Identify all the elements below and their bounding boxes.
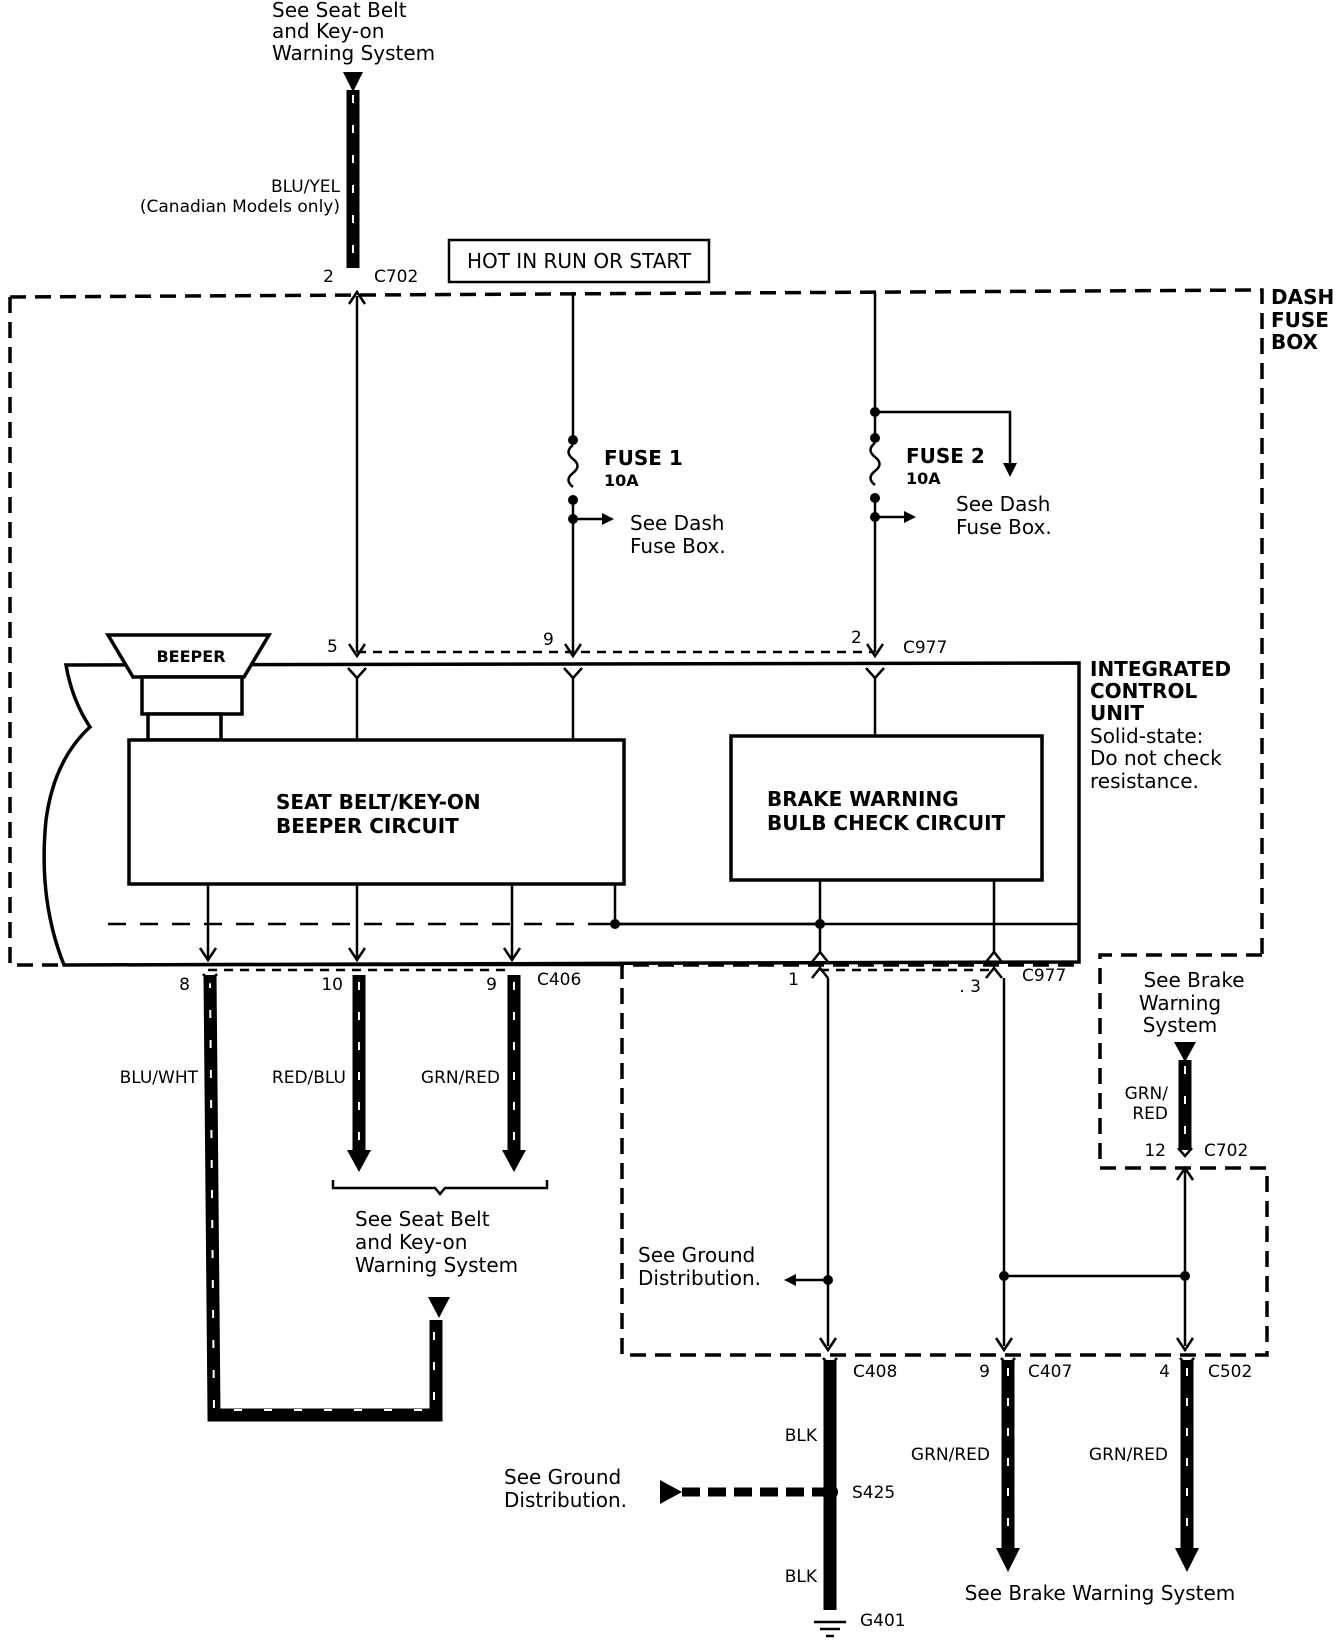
dash-fuse-box-label-1: DASH bbox=[1271, 285, 1334, 309]
icu-note-3: resistance. bbox=[1090, 769, 1199, 793]
grn-red-stack-1: GRN/ bbox=[1125, 1084, 1169, 1104]
hot-in-run-box bbox=[447, 238, 711, 284]
c977-top-connector-label: C977 bbox=[903, 638, 947, 658]
s425-label: S425 bbox=[852, 1483, 895, 1503]
brake-ref-right-2: Warning bbox=[1139, 991, 1221, 1015]
beeper-circuit-label-1: SEAT BELT/KEY-ON bbox=[276, 790, 481, 814]
c977-bottom-pin3: . 3 bbox=[959, 977, 981, 997]
c977-bottom-pin1: 1 bbox=[788, 970, 799, 990]
brake-ref-right-arrow-icon bbox=[1174, 1042, 1196, 1062]
seat-belt-ref-3: Warning System bbox=[355, 1253, 518, 1277]
c702-right-connector: C702 bbox=[1204, 1141, 1248, 1161]
seat-belt-bracket bbox=[331, 1180, 549, 1196]
wire-blu-wht-label: BLU/WHT bbox=[120, 1068, 199, 1088]
fuse1-name: FUSE 1 bbox=[604, 446, 683, 470]
grn-red-c407-label: GRN/RED bbox=[911, 1445, 990, 1465]
beeper-icon bbox=[104, 633, 273, 679]
blk-label-2: BLK bbox=[785, 1567, 818, 1587]
blk-label-1: BLK bbox=[785, 1426, 818, 1446]
c406-pin10: 10 bbox=[321, 975, 343, 995]
ground-ref-2-line2: Distribution. bbox=[504, 1488, 627, 1512]
seat-belt-ref-2: and Key-on bbox=[355, 1230, 467, 1254]
fuse1-ref-arrow-icon bbox=[602, 513, 614, 525]
fuse2-name: FUSE 2 bbox=[906, 444, 985, 468]
ground-ref-1-line1: See Ground bbox=[638, 1243, 755, 1267]
grn-red-c502-label: GRN/RED bbox=[1089, 1445, 1168, 1465]
c977-bottom-connector-label: C977 bbox=[1022, 966, 1066, 986]
grn-red-stack-2: RED bbox=[1132, 1104, 1168, 1124]
ground-ref-1-line2: Distribution. bbox=[638, 1266, 761, 1290]
c702-top-connector: C702 bbox=[374, 267, 418, 287]
fuse2-ref-arrow-icon bbox=[904, 511, 916, 523]
icu-title-2: CONTROL bbox=[1090, 679, 1197, 703]
brake-circuit-box bbox=[729, 734, 1044, 882]
icu-title-1: INTEGRATED bbox=[1090, 657, 1231, 681]
c502-pin: 4 bbox=[1159, 1362, 1170, 1382]
wire-grn-red-left-label: GRN/RED bbox=[421, 1068, 500, 1088]
ground-ref-2-line1: See Ground bbox=[504, 1465, 621, 1489]
brake-circuit-label-2: BULB CHECK CIRCUIT bbox=[767, 811, 1006, 835]
wire-red-blu-label: RED/BLU bbox=[272, 1068, 346, 1088]
icu-title-3: UNIT bbox=[1090, 701, 1144, 725]
dash-fuse-box-label-3: BOX bbox=[1271, 330, 1319, 354]
beeper-circuit-box bbox=[127, 738, 626, 886]
fuse1-ref-2: Fuse Box. bbox=[630, 534, 726, 558]
c977-top-pin5: 5 bbox=[327, 637, 338, 657]
c702-top-pin: 2 bbox=[323, 267, 334, 287]
seat-belt-return-arrow-icon bbox=[428, 1297, 450, 1318]
fuse1-rating: 10A bbox=[604, 471, 639, 490]
c407-label: C407 bbox=[1028, 1362, 1072, 1382]
ground-ref-2-arrow-icon bbox=[660, 1480, 682, 1504]
beeper-circuit-label-2: BEEPER CIRCUIT bbox=[276, 814, 459, 838]
beeper-label: BEEPER bbox=[156, 647, 225, 666]
wire-blu-yel-label: BLU/YEL bbox=[271, 177, 341, 197]
c977-top-pin2: 2 bbox=[851, 628, 862, 648]
brake-ref-bottom: See Brake Warning System bbox=[965, 1581, 1236, 1605]
c502-label: C502 bbox=[1208, 1362, 1252, 1382]
brake-circuit-label-1: BRAKE WARNING bbox=[767, 787, 959, 811]
c407-pin: 9 bbox=[979, 1362, 990, 1382]
fuse2-icon bbox=[869, 442, 881, 486]
brake-ref-right-3: System bbox=[1143, 1013, 1218, 1037]
c406-pin9: 9 bbox=[486, 975, 497, 995]
top-ref-line2: and Key-on bbox=[272, 19, 384, 43]
c702-right-pin: 12 bbox=[1144, 1141, 1166, 1161]
ground-ref-arrow-icon bbox=[784, 1274, 796, 1286]
c406-pin8: 8 bbox=[179, 975, 190, 995]
wire-blu-wht bbox=[203, 974, 443, 1422]
g401-label: G401 bbox=[860, 1611, 906, 1631]
fuse2-ref-1: See Dash bbox=[956, 492, 1050, 516]
hot-in-run-label: HOT IN RUN OR START bbox=[467, 249, 692, 273]
wire-blu-yel-note: (Canadian Models only) bbox=[140, 197, 340, 217]
splice-s425 bbox=[822, 1484, 838, 1500]
brake-ref-right-1: See Brake bbox=[1143, 968, 1244, 992]
fuse1-icon bbox=[567, 444, 579, 488]
top-ref-line3: Warning System bbox=[272, 41, 435, 65]
fuse2-ref-2: Fuse Box. bbox=[956, 515, 1052, 539]
top-arrow-icon bbox=[343, 72, 363, 92]
fuse2-branch-arrow-icon bbox=[1003, 463, 1017, 477]
seat-belt-ref-1: See Seat Belt bbox=[355, 1207, 490, 1231]
c408-label: C408 bbox=[853, 1362, 897, 1382]
icu-note-1: Solid-state: bbox=[1090, 724, 1203, 748]
dash-fuse-box-outline bbox=[8, 297, 64, 967]
fuse2-rating: 10A bbox=[906, 469, 941, 488]
c977-top-pin9: 9 bbox=[543, 630, 554, 650]
top-ref-line1: See Seat Belt bbox=[272, 0, 407, 22]
icu-note-2: Do not check bbox=[1090, 746, 1222, 770]
dash-fuse-box-label-2: FUSE bbox=[1271, 308, 1329, 332]
fuse1-ref-1: See Dash bbox=[630, 511, 724, 535]
c406-connector-label: C406 bbox=[537, 970, 581, 990]
